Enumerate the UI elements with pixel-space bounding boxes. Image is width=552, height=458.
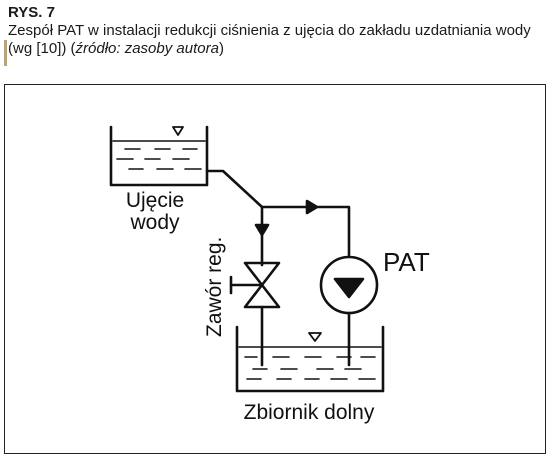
intake-level-marker xyxy=(172,126,184,136)
valve-lower xyxy=(243,283,281,309)
intake-label-line2: wody xyxy=(129,211,180,234)
figure-source: źródło: zasoby autora xyxy=(75,40,219,57)
valve-upper xyxy=(243,261,281,287)
valve-label: Zawór reg. xyxy=(203,237,226,337)
diagram-frame: Ujęcie wody Zawór reg. PAT Zbiornik doln… xyxy=(4,84,546,454)
lower-level-marker xyxy=(308,332,322,342)
pat-triangle xyxy=(333,277,365,299)
accent-bar xyxy=(4,40,7,66)
intake-tank xyxy=(109,125,209,187)
diagram-svg: Ujęcie wody Zawór reg. PAT Zbiornik doln… xyxy=(109,125,430,424)
figure-caption: RYS. 7 Zespół PAT w instalacji redukcji … xyxy=(8,4,548,58)
figure-title-text: Zespół PAT w instalacji redukcji ciśnien… xyxy=(8,22,531,57)
figure-number: RYS. 7 xyxy=(8,4,55,21)
intake-label-line1: Ujęcie xyxy=(126,189,184,212)
figure-title: Zespół PAT w instalacji redukcji ciśnien… xyxy=(8,22,548,58)
pat-label: PAT xyxy=(383,247,430,277)
figure-title-close: ) xyxy=(218,40,224,57)
main-pipe xyxy=(205,169,351,257)
flow-arrow-branch xyxy=(254,223,270,237)
lower-tank xyxy=(235,325,385,393)
lower-tank-label: Zbiornik dolny xyxy=(244,401,375,424)
flow-arrow-top xyxy=(305,199,319,215)
